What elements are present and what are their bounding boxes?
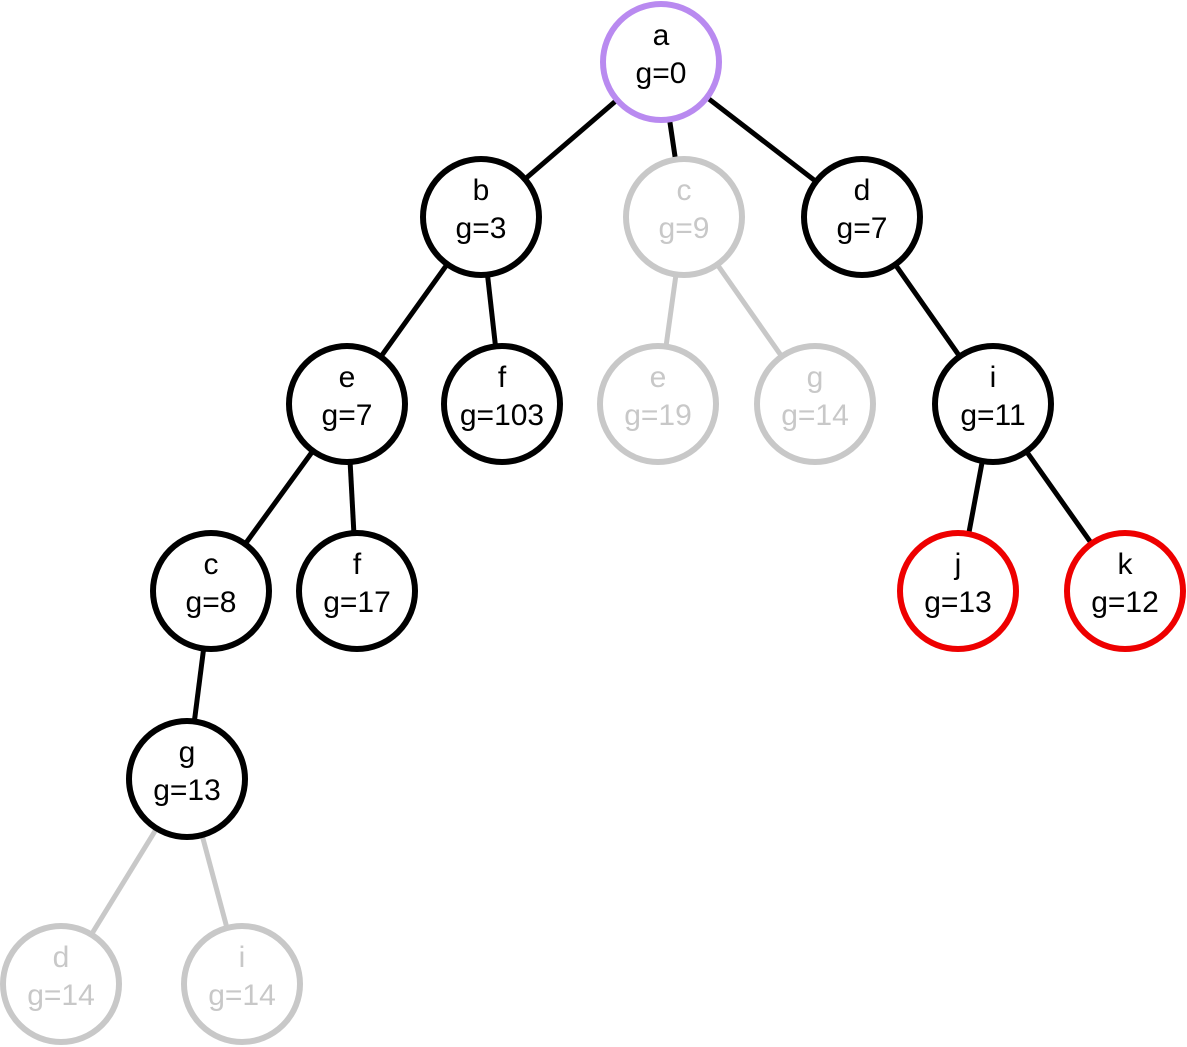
edges-layer xyxy=(89,95,1094,936)
tree-node-e2: e g=19 xyxy=(597,343,719,465)
tree-node-b: b g=3 xyxy=(420,156,542,278)
node-circle xyxy=(150,530,272,652)
edge-e-c xyxy=(243,449,315,546)
tree-node-f1: f g=103 xyxy=(441,343,563,465)
node-name: f xyxy=(498,361,507,394)
node-cost: g=14 xyxy=(781,399,849,432)
node-circle xyxy=(286,343,408,465)
node-circle xyxy=(597,343,719,465)
edge-g-i2 xyxy=(199,834,230,929)
node-circle xyxy=(932,343,1054,465)
node-circle xyxy=(441,343,563,465)
node-cost: g=19 xyxy=(624,399,692,432)
node-circle xyxy=(801,156,923,278)
node-name: i xyxy=(990,361,997,394)
node-name: k xyxy=(1118,548,1134,581)
node-name: c xyxy=(204,548,219,581)
tree-node-a: a g=0 xyxy=(600,1,722,123)
node-cost: g=9 xyxy=(659,212,710,245)
node-cost: g=0 xyxy=(636,57,687,90)
edge-e-f2 xyxy=(347,461,357,534)
tree-node-i2: i g=14 xyxy=(181,923,303,1045)
node-cost: g=14 xyxy=(208,979,276,1012)
tree-node-c: c g=8 xyxy=(150,530,272,652)
node-circle xyxy=(600,1,722,123)
edge-a-b xyxy=(523,97,619,182)
tree-node-d2: d g=14 xyxy=(0,923,122,1045)
node-name: e xyxy=(650,361,667,394)
node-name: j xyxy=(954,548,962,581)
node-cost: g=11 xyxy=(960,399,1025,432)
tree-node-k: k g=12 xyxy=(1064,530,1186,652)
edge-d-i xyxy=(893,263,962,358)
node-circle xyxy=(897,530,1019,652)
node-name: g xyxy=(807,361,824,394)
edge-g-d2 xyxy=(89,827,159,936)
node-cost: g=8 xyxy=(186,586,237,619)
node-cost: g=13 xyxy=(924,586,992,619)
node-name: b xyxy=(473,174,490,207)
edge-c1-e2 xyxy=(663,274,679,347)
edge-a-d xyxy=(705,95,818,184)
edge-b-e xyxy=(378,262,450,359)
node-name: c xyxy=(677,174,692,207)
node-circle xyxy=(1064,530,1186,652)
tree-node-c1: c g=9 xyxy=(623,156,745,278)
edge-b-f1 xyxy=(484,274,499,347)
node-cost: g=14 xyxy=(27,979,95,1012)
tree-node-g: g g=13 xyxy=(126,718,248,840)
node-cost: g=12 xyxy=(1091,586,1159,619)
edge-c-g xyxy=(191,648,207,722)
node-circle xyxy=(754,343,876,465)
node-circle xyxy=(126,718,248,840)
node-name: i xyxy=(239,941,246,974)
node-circle xyxy=(623,156,745,278)
node-cost: g=3 xyxy=(456,212,507,245)
tree-node-e: e g=7 xyxy=(286,343,408,465)
node-cost: g=13 xyxy=(153,774,221,807)
node-cost: g=103 xyxy=(460,399,544,432)
node-circle xyxy=(0,923,122,1045)
node-circle xyxy=(181,923,303,1045)
node-name: f xyxy=(353,548,362,581)
node-cost: g=17 xyxy=(323,586,391,619)
tree-node-d: d g=7 xyxy=(801,156,923,278)
node-name: d xyxy=(53,941,70,974)
node-name: a xyxy=(653,19,670,52)
edge-i-k xyxy=(1024,449,1094,546)
tree-node-f2: f g=17 xyxy=(296,530,418,652)
node-name: g xyxy=(179,736,196,769)
tree-node-g2: g g=14 xyxy=(754,343,876,465)
tree-node-j: j g=13 xyxy=(897,530,1019,652)
node-name: d xyxy=(854,174,871,207)
edge-i-j xyxy=(966,460,985,535)
tree-node-i: i g=11 xyxy=(932,343,1054,465)
node-circle xyxy=(420,156,542,278)
node-name: e xyxy=(339,361,356,394)
node-circle xyxy=(296,530,418,652)
node-cost: g=7 xyxy=(322,399,373,432)
edge-a-c1 xyxy=(667,119,678,160)
edge-c1-g2 xyxy=(715,263,784,358)
node-cost: g=7 xyxy=(837,212,888,245)
